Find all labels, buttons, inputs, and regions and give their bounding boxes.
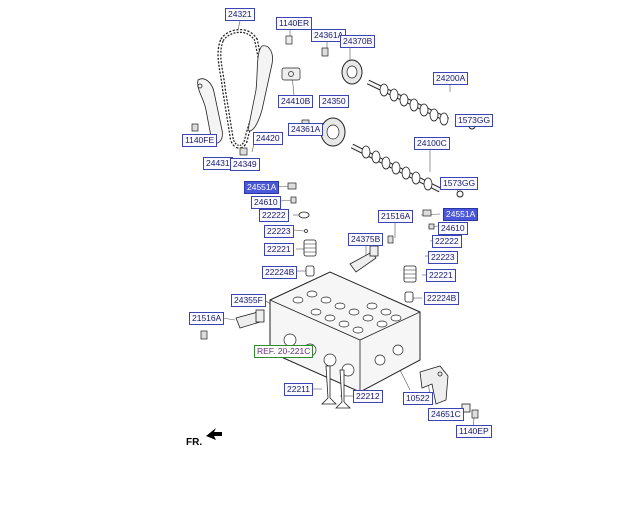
timing-chain (217, 29, 265, 149)
part-label-24370B[interactable]: 24370B (340, 35, 376, 48)
part-label-24610-left[interactable]: 24610 (251, 196, 281, 209)
part-label-1573GG-top[interactable]: 1573GG (455, 114, 494, 127)
part-label-1140ER[interactable]: 1140ER (276, 17, 313, 30)
chain-guides (197, 45, 273, 144)
oil-control-valve (235, 245, 379, 329)
part-label-22223-left[interactable]: 22223 (264, 225, 294, 238)
part-label-22221-right[interactable]: 22221 (426, 269, 456, 282)
part-label-22223-right[interactable]: 22223 (428, 251, 458, 264)
part-label-1573GG-bot[interactable]: 1573GG (440, 177, 479, 190)
part-label-1140FE[interactable]: 1140FE (182, 134, 218, 147)
cylinder-head (269, 271, 421, 393)
part-label-22221-left[interactable]: 22221 (264, 243, 294, 256)
chain-tensioner (281, 35, 301, 81)
part-label-24651C[interactable]: 24651C (428, 408, 464, 421)
part-label-24350[interactable]: 24350 (319, 95, 349, 108)
part-label-22211[interactable]: 22211 (284, 383, 314, 396)
camshafts (350, 79, 476, 198)
part-label-24349[interactable]: 24349 (230, 158, 260, 171)
part-label-24551A-right[interactable]: 24551A (443, 208, 479, 221)
part-label-24100C[interactable]: 24100C (414, 137, 450, 150)
part-label-22212[interactable]: 22212 (353, 390, 383, 403)
part-label-24321[interactable]: 24321 (225, 8, 255, 21)
sensor-bracket (419, 365, 471, 413)
part-label-22222-right[interactable]: 22222 (432, 235, 462, 248)
valves (321, 365, 351, 409)
part-label-24375B[interactable]: 24375B (348, 233, 384, 246)
bolts (191, 47, 479, 419)
part-label-22222-left[interactable]: 22222 (259, 209, 289, 222)
part-label-24431[interactable]: 24431 (203, 157, 233, 170)
part-label-1140EP[interactable]: 1140EP (456, 425, 492, 438)
front-label: FR. (186, 437, 203, 448)
part-label-21516A-bot[interactable]: 21516A (189, 312, 225, 325)
part-label-10522[interactable]: 10522 (403, 392, 433, 405)
part-label-22224B-left[interactable]: 22224B (262, 266, 298, 279)
part-label-24361A-mid[interactable]: 24361A (288, 123, 324, 136)
part-label-24610-right[interactable]: 24610 (438, 222, 468, 235)
front-arrow-icon (206, 428, 222, 440)
part-label-24355F[interactable]: 24355F (231, 294, 266, 307)
part-label-21516A-top[interactable]: 21516A (378, 210, 414, 223)
part-label-24420[interactable]: 24420 (253, 132, 283, 145)
part-label-22224B-right[interactable]: 22224B (424, 292, 460, 305)
reference-link-20-221C[interactable]: REF. 20-221C (254, 345, 314, 358)
part-label-24200A[interactable]: 24200A (433, 72, 469, 85)
part-label-24410B[interactable]: 24410B (278, 95, 314, 108)
part-label-24551A-left[interactable]: 24551A (244, 181, 280, 194)
sprockets (320, 59, 363, 147)
